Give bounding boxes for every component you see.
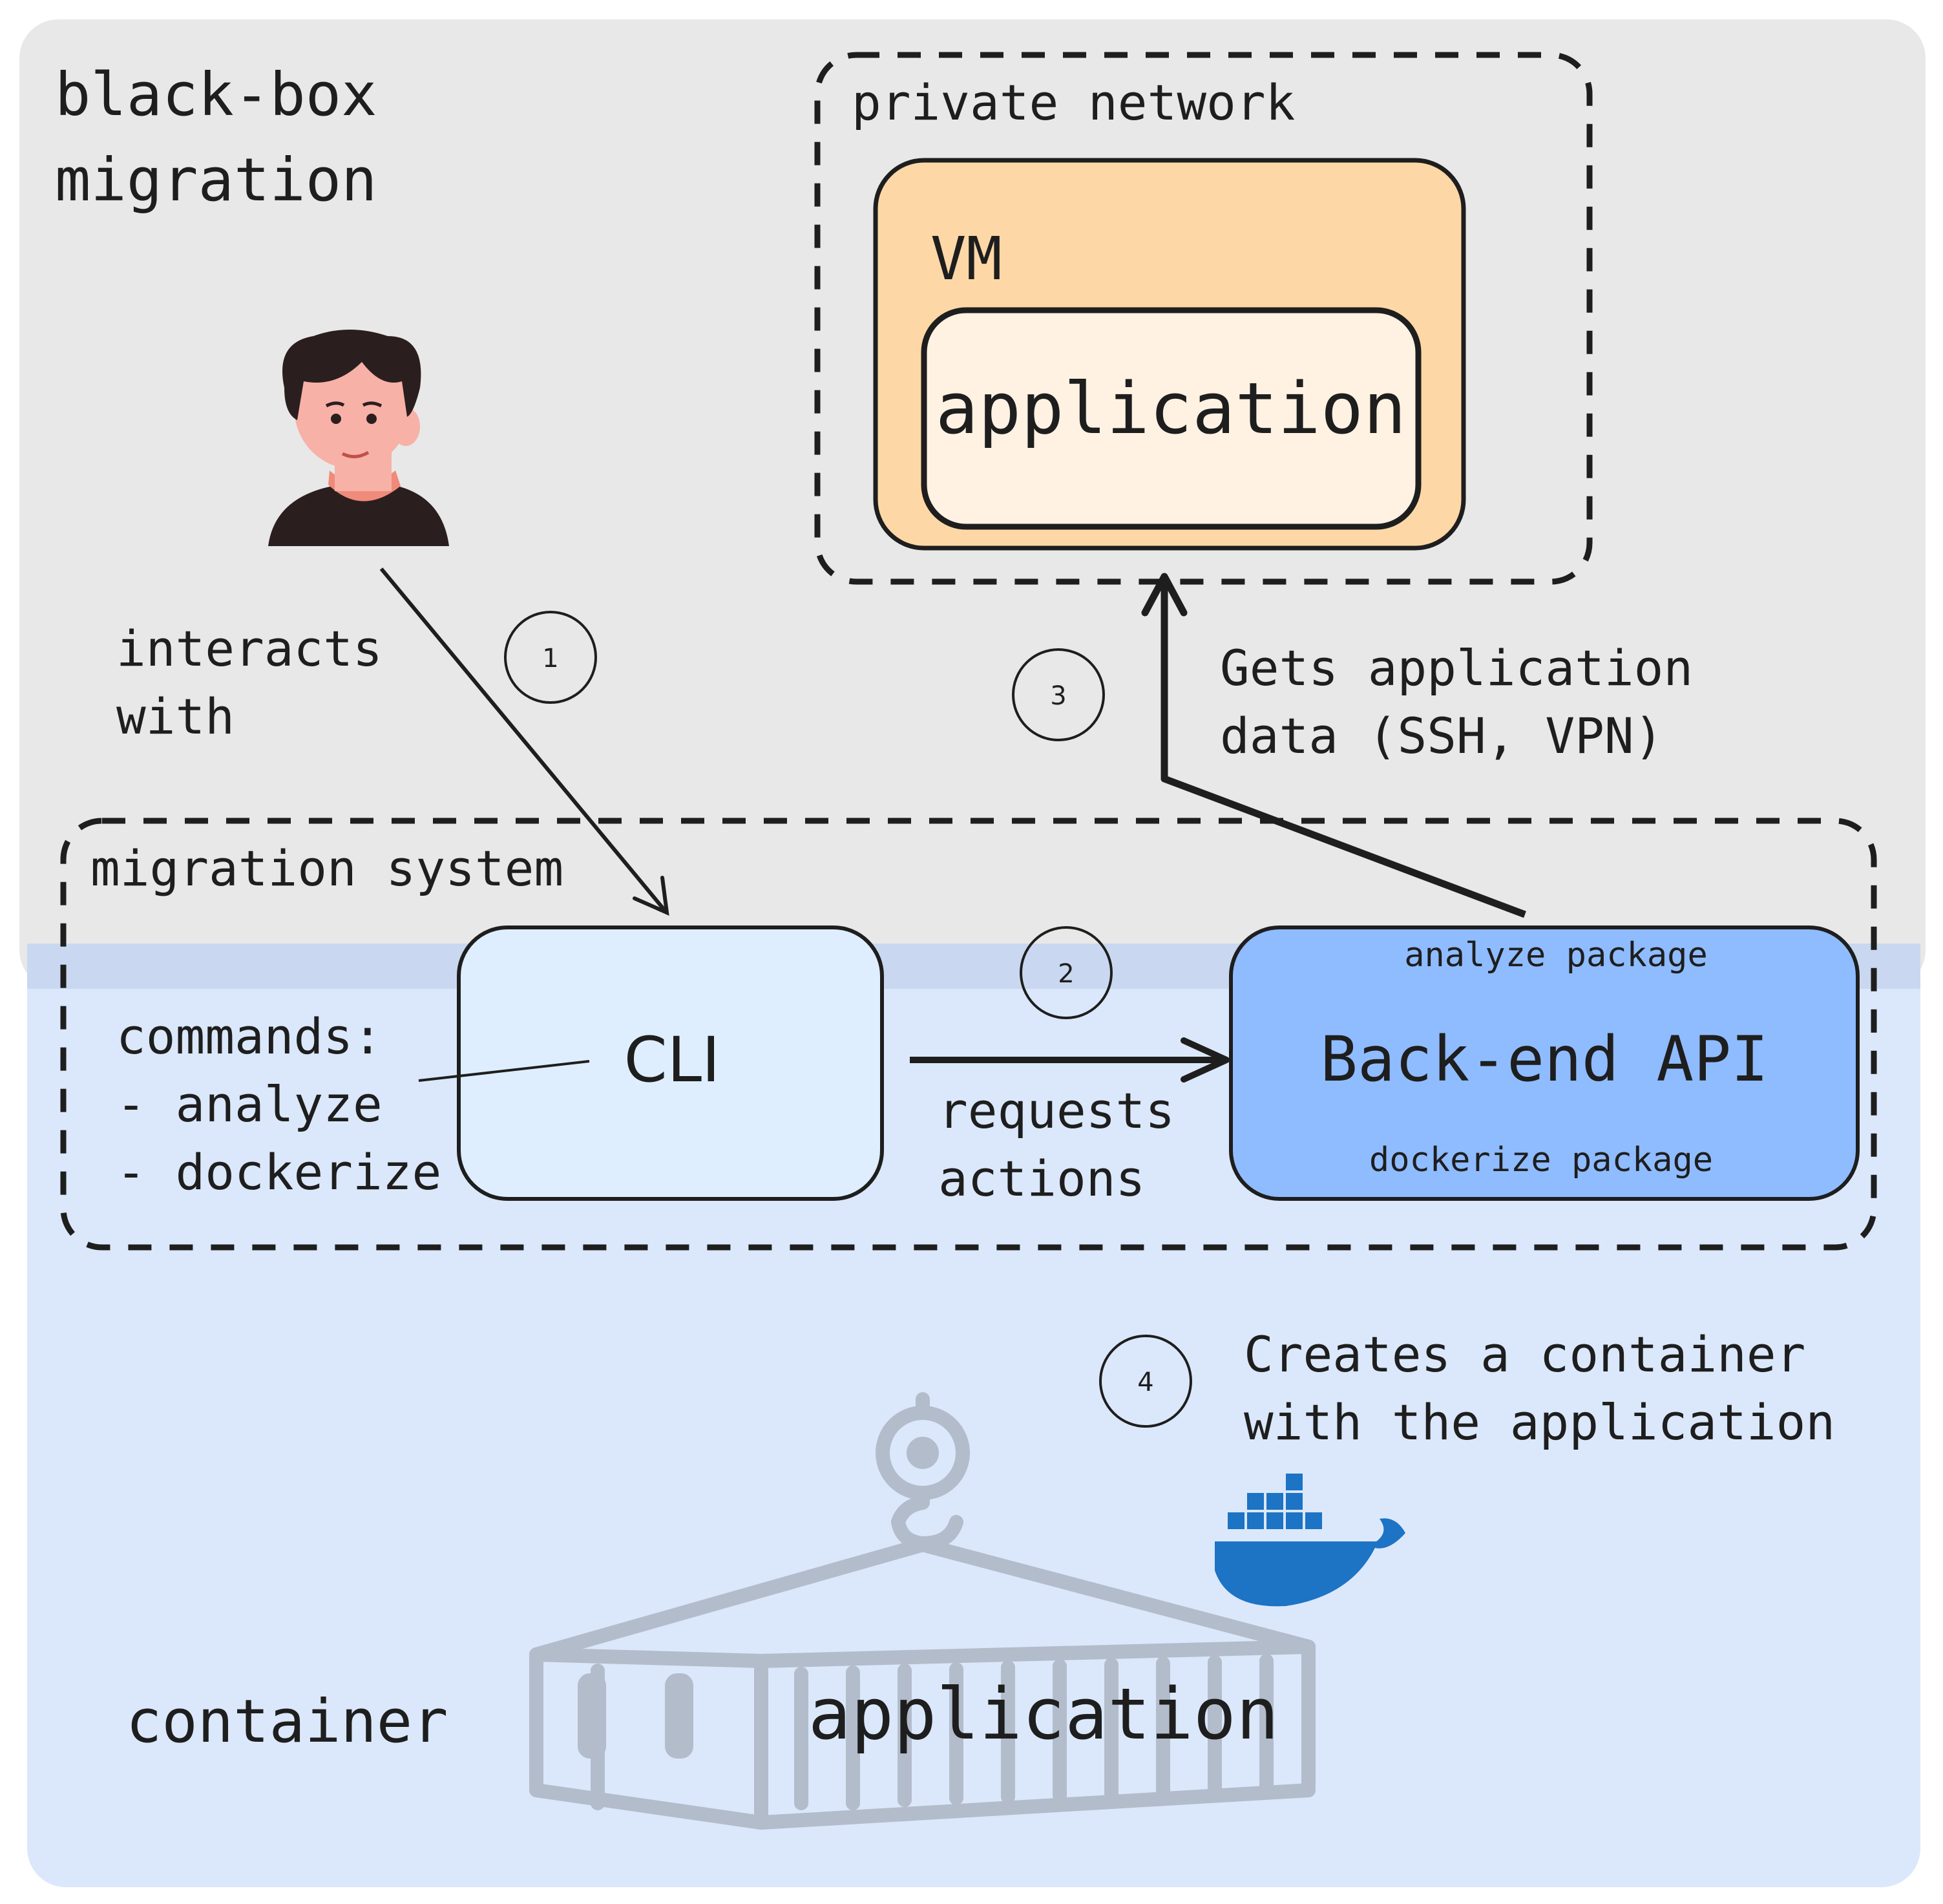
docker-whale-icon: [1215, 1474, 1405, 1607]
shipping-container-icon: [529, 1392, 1316, 1830]
edge-label-interacts-line2: with: [116, 688, 235, 745]
svg-text:1: 1: [542, 644, 558, 673]
vm-label: VM: [930, 224, 1002, 293]
commands-connector: [418, 1060, 590, 1082]
edge-label-interacts-line1: interacts: [116, 620, 383, 677]
api-dockerize-note: dockerize package: [1369, 1141, 1713, 1179]
api-analyze-note: analyze package: [1404, 936, 1708, 975]
command-dockerize: - dockerize: [116, 1143, 441, 1201]
container-application-label: application: [808, 1673, 1279, 1755]
edge-api-to-vm: [1141, 573, 1526, 918]
svg-text:2: 2: [1058, 959, 1074, 989]
edge-user-to-cli: [379, 567, 669, 916]
private-network-boundary: [814, 52, 1593, 585]
step-badge-1: 1: [504, 611, 597, 704]
migration-system-label: migration system: [90, 840, 563, 897]
edge-label-gets-data-line2: data (SSH, VPN): [1220, 707, 1663, 765]
edge-cli-to-api: [910, 1037, 1230, 1083]
cli-label: CLI: [624, 1024, 720, 1096]
black-box-title-line1: black-box: [55, 60, 377, 129]
container-region-label: container: [126, 1687, 448, 1756]
migration-system-boundary: [60, 818, 1877, 1251]
edge-label-requests-line1: requests: [938, 1082, 1175, 1139]
command-analyze: - analyze: [116, 1075, 383, 1133]
step-badge-2: 2: [1020, 926, 1113, 1019]
edge-label-gets-data-line1: Gets application: [1220, 639, 1693, 697]
cli-box: [457, 926, 884, 1201]
black-box-title-line2: migration: [55, 145, 377, 215]
backend-api-box: [1229, 926, 1860, 1201]
step-badge-4: 4: [1099, 1335, 1192, 1428]
vm-application-box: [921, 307, 1422, 530]
private-network-label: private network: [852, 74, 1295, 131]
vm-application-label: application: [936, 367, 1406, 450]
commands-title: commands:: [116, 1008, 383, 1065]
container-step-line2: with the application: [1244, 1393, 1835, 1451]
person-avatar-icon: [268, 330, 449, 546]
container-step-line1: Creates a container: [1244, 1326, 1805, 1383]
svg-text:3: 3: [1050, 681, 1066, 711]
backend-api-label: Back-end API: [1320, 1023, 1769, 1095]
svg-text:4: 4: [1137, 1368, 1153, 1397]
step-badge-3: 3: [1012, 648, 1105, 741]
edge-label-requests-line2: actions: [938, 1150, 1145, 1207]
